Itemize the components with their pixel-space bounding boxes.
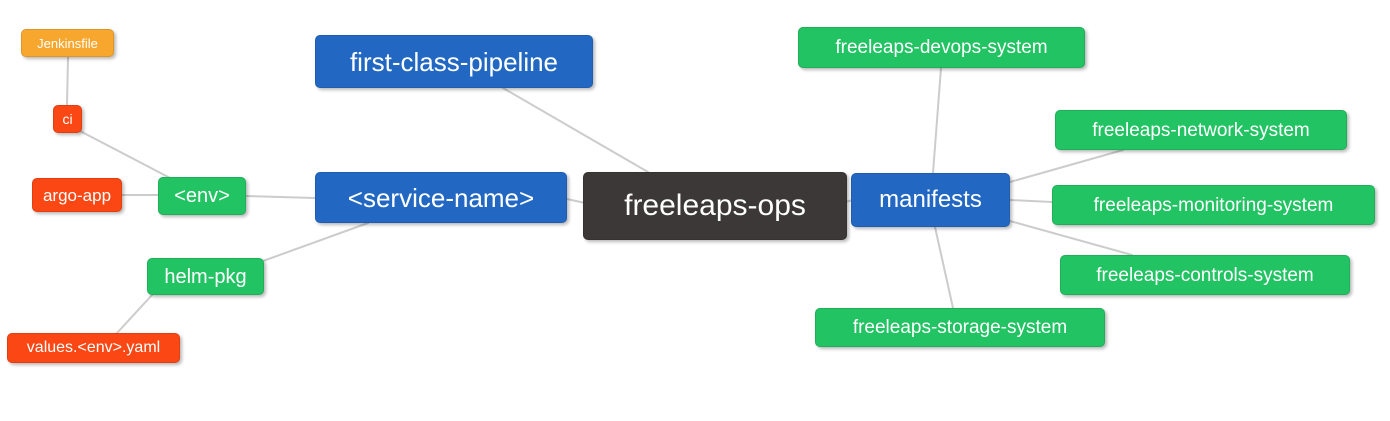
node-first-class-pipeline[interactable]: first-class-pipeline (315, 35, 593, 88)
node-helm-pkg[interactable]: helm-pkg (147, 258, 264, 295)
node-storage-system[interactable]: freeleaps-storage-system (815, 308, 1105, 347)
node-values-env-yaml[interactable]: values.<env>.yaml (7, 333, 180, 363)
node-monitoring-system[interactable]: freeleaps-monitoring-system (1052, 185, 1375, 225)
edge-jenkinsfile-ci (66, 56, 69, 106)
node-env[interactable]: <env> (158, 177, 246, 215)
edge-helm-pkg-service-name (262, 222, 369, 262)
node-argo-app[interactable]: argo-app (32, 178, 122, 212)
node-ci[interactable]: ci (53, 105, 82, 133)
node-devops-system[interactable]: freeleaps-devops-system (798, 27, 1085, 68)
edge-manifests-devops-system (932, 67, 942, 174)
edge-manifests-network-system (1009, 149, 1124, 183)
edge-manifests-monitoring-system (1009, 199, 1053, 203)
node-controls-system[interactable]: freeleaps-controls-system (1060, 255, 1350, 295)
edge-manifests-controls-system (1009, 220, 1133, 256)
edge-helm-pkg-values-env-yaml (116, 294, 153, 334)
node-manifests[interactable]: manifests (851, 173, 1010, 227)
node-jenkinsfile[interactable]: Jenkinsfile (21, 29, 114, 57)
node-service-name[interactable]: <service-name> (315, 172, 567, 223)
edge-first-class-pipeline-freeleaps-ops (502, 87, 649, 173)
edge-ci-env (79, 130, 173, 180)
node-freeleaps-ops[interactable]: freeleaps-ops (583, 172, 847, 240)
edge-manifests-storage-system (934, 226, 954, 309)
node-network-system[interactable]: freeleaps-network-system (1055, 110, 1347, 150)
edge-env-service-name (245, 195, 316, 199)
